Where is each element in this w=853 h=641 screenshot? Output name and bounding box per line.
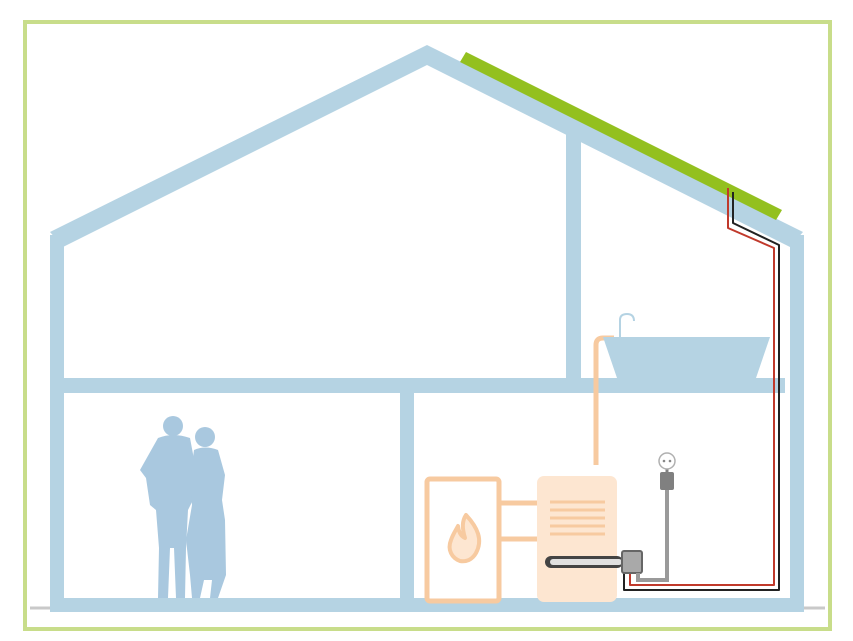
people [140, 416, 226, 598]
heat-exchanger [550, 500, 605, 536]
frame-border [23, 20, 832, 631]
house-structure [50, 45, 804, 612]
roof-right [427, 45, 803, 247]
floor-upper [50, 378, 785, 393]
person-man [140, 435, 196, 598]
power-plug [636, 452, 676, 582]
floor-ground [50, 598, 804, 612]
flame-icon [447, 513, 482, 564]
bathtub [593, 312, 770, 465]
solar-panel [460, 52, 782, 220]
solar-cable [623, 188, 780, 591]
wall-interior [400, 392, 414, 602]
wall-attic [566, 130, 581, 380]
person-woman [186, 447, 226, 598]
hot-water-tank [537, 476, 617, 602]
roof-left [50, 45, 427, 247]
immersion-heater [545, 550, 643, 574]
connecting-pipes [499, 500, 537, 542]
wall-left [50, 235, 64, 610]
faucet-icon [619, 312, 635, 337]
wall-right [790, 235, 804, 610]
boiler [424, 476, 502, 604]
